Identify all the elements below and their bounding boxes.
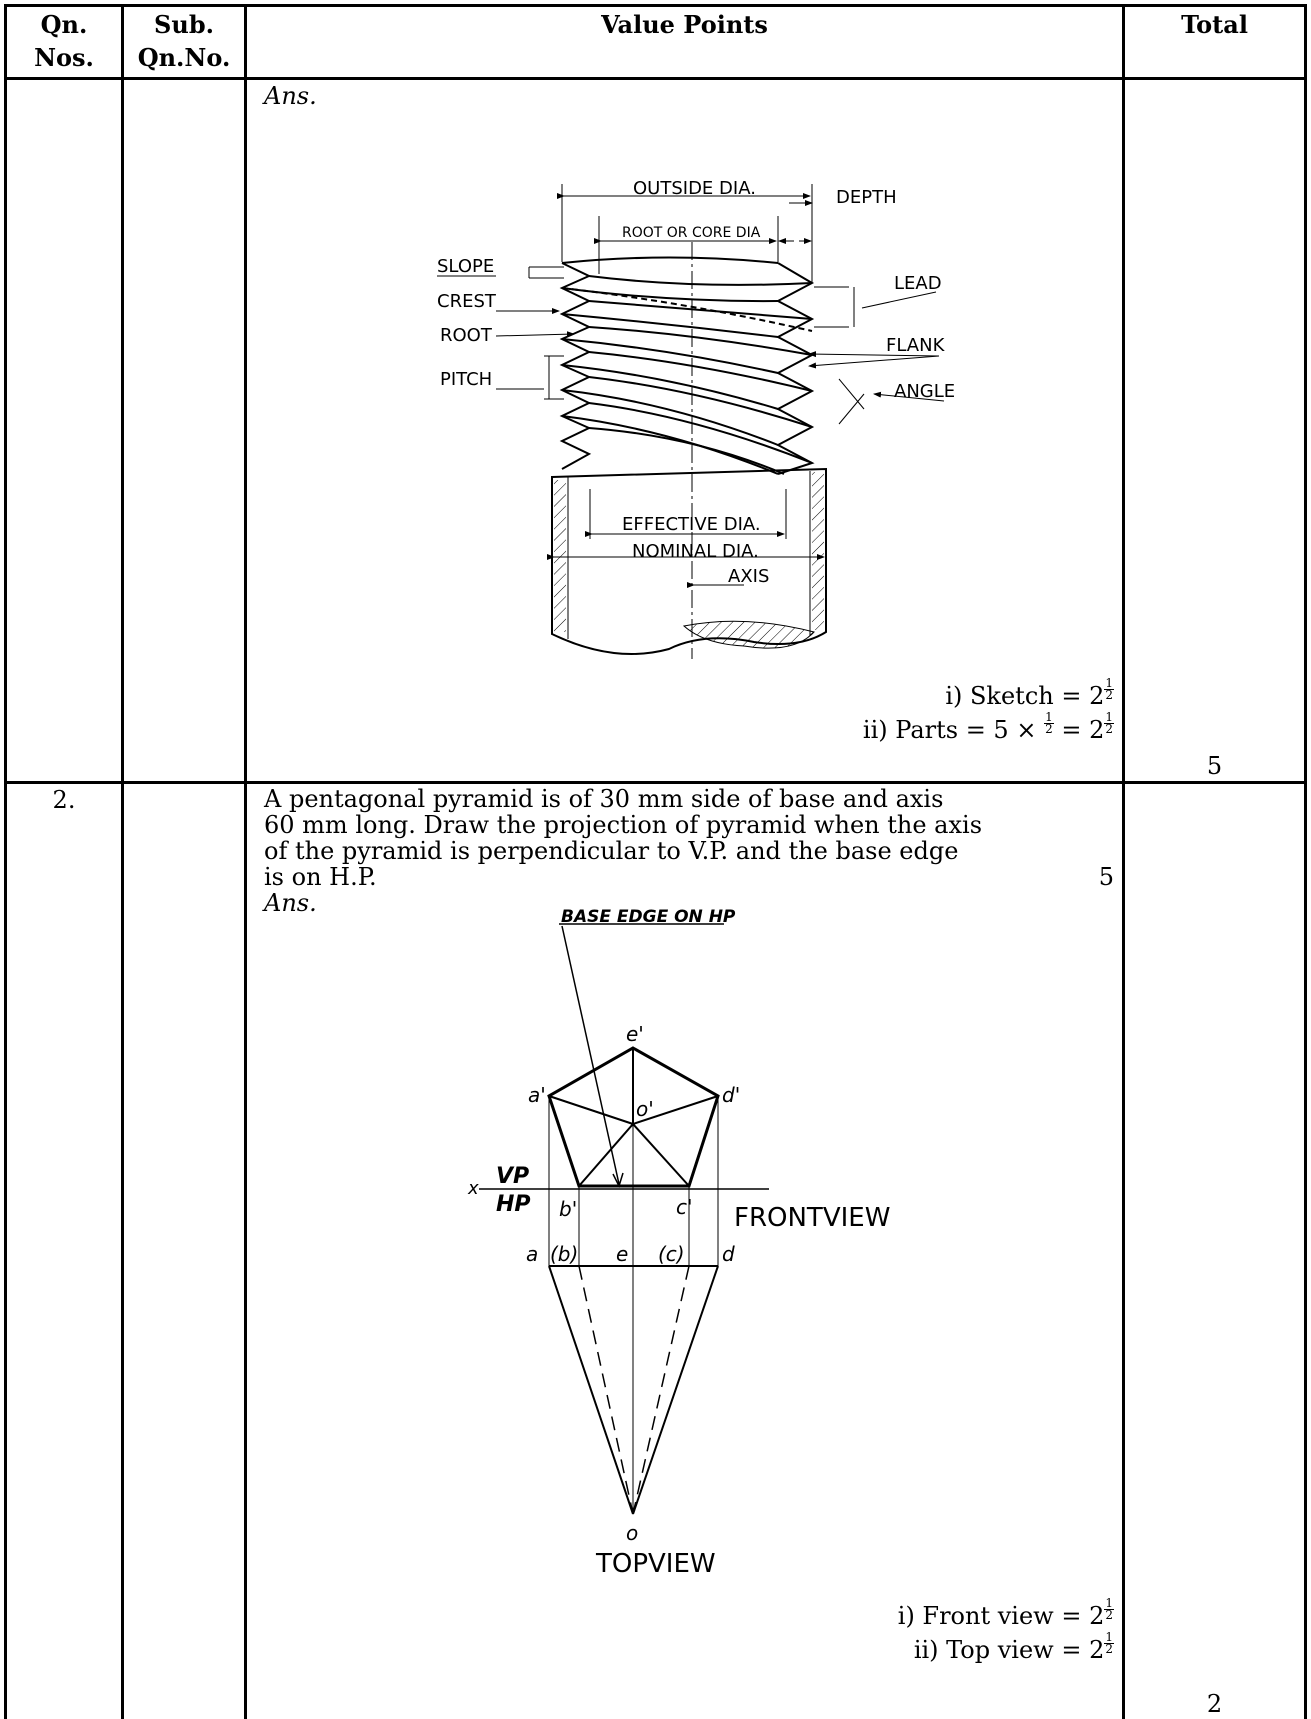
- fraction-numerator: 1: [1044, 709, 1054, 724]
- header-text: Qn.: [40, 10, 88, 39]
- column-divider: [121, 4, 124, 1719]
- label-angle: ANGLE: [894, 381, 955, 402]
- fraction-denominator: 2: [1105, 1641, 1113, 1656]
- label-c: (c): [658, 1242, 685, 1266]
- label-slope: SLOPE: [437, 256, 494, 277]
- label-base-edge-on-hp: BASE EDGE ON HP: [561, 907, 736, 927]
- header-qn-nos: Qn. Nos.: [7, 8, 121, 74]
- label-e: e: [616, 1242, 628, 1266]
- label-pitch: PITCH: [440, 369, 492, 390]
- label-d-prime: d': [722, 1083, 740, 1107]
- label-root-core-dia: ROOT OR CORE DIA: [622, 225, 761, 241]
- marks-text: ii) Top view = 2: [913, 1635, 1105, 1664]
- fraction-denominator: 2: [1105, 1608, 1113, 1622]
- label-c-prime: c': [676, 1195, 693, 1219]
- label-depth: DEPTH: [836, 187, 897, 208]
- pentagonal-pyramid-projection-diagram: BASE EDGE ON HP e' a' o' d' x VP HP b' c…: [467, 907, 890, 1579]
- label-crest: CREST: [437, 291, 497, 312]
- label-d: d: [722, 1242, 735, 1266]
- marks-text: ii) Parts = 5 ×: [862, 715, 1045, 744]
- label-front-view: FRONTVIEW: [734, 1203, 890, 1233]
- label-vp: VP: [496, 1164, 529, 1189]
- fraction-numerator: 1: [1104, 1629, 1114, 1644]
- label-e-prime: e': [626, 1022, 644, 1046]
- row-divider: [4, 781, 1307, 784]
- question-line: A pentagonal pyramid is of 30 mm side of…: [264, 785, 944, 813]
- header-total: Total: [1125, 8, 1304, 41]
- table-border-top: [4, 4, 1307, 7]
- column-divider: [244, 4, 247, 1719]
- question-line-text: is on H.P.: [264, 863, 377, 891]
- question-line: 60 mm long. Draw the projection of pyram…: [264, 811, 983, 839]
- fraction-numerator: 1: [1104, 709, 1114, 724]
- label-flank: FLANK: [886, 335, 946, 356]
- fraction-numerator: 1: [1104, 1596, 1114, 1610]
- label-x: x: [467, 1178, 479, 1199]
- table-border-left: [4, 4, 7, 1719]
- label-a: a: [526, 1242, 538, 1266]
- marks-text: i) Sketch = 2: [945, 681, 1105, 710]
- answer-label: Ans.: [264, 889, 317, 917]
- header-divider: [4, 77, 1307, 80]
- row-total: 2: [1206, 1690, 1223, 1718]
- row-total: 5: [1206, 752, 1223, 780]
- label-lead: LEAD: [894, 273, 942, 294]
- header-value-points: Value Points: [247, 8, 1122, 41]
- question-text: A pentagonal pyramid is of 30 mm side of…: [264, 786, 1114, 916]
- question-line: of the pyramid is perpendicular to V.P. …: [264, 837, 959, 865]
- screw-thread-nomenclature-diagram: OUTSIDE DIA. DEPTH ROOT OR CORE DIA SLOP…: [437, 178, 955, 659]
- question-marks: 5: [1098, 863, 1114, 891]
- fraction-numerator: 1: [1104, 676, 1114, 690]
- marks-text: = 2: [1053, 715, 1105, 744]
- fraction-denominator: 2: [1105, 721, 1113, 736]
- column-divider: [1122, 4, 1125, 1719]
- header-text: Sub.: [154, 10, 214, 39]
- fraction-denominator: 2: [1105, 688, 1113, 702]
- front-view-pentagon: [547, 1046, 720, 1188]
- label-outside-dia: OUTSIDE DIA.: [633, 178, 756, 199]
- question-line: is on H.P. 5: [264, 864, 1114, 890]
- label-o: o: [626, 1521, 638, 1545]
- label-b-prime: b': [559, 1197, 577, 1221]
- thread-right-profile: [775, 262, 815, 475]
- marks-text: i) Front view = 2: [897, 1601, 1105, 1630]
- label-hp: HP: [496, 1192, 531, 1217]
- answer-label: Ans.: [264, 82, 317, 110]
- question-number: 2.: [52, 786, 76, 814]
- header-text: Value Points: [601, 10, 768, 39]
- marking-scheme-table: Qn. Nos. Sub. Qn.No. Value Points Total …: [4, 4, 1307, 1719]
- label-nominal-dia: NOMINAL DIA.: [632, 541, 759, 562]
- label-axis: AXIS: [728, 566, 769, 587]
- fraction-denominator: 2: [1045, 721, 1053, 736]
- header-text: Total: [1181, 10, 1248, 39]
- label-root: ROOT: [440, 325, 493, 346]
- header-sub-qn-no: Sub. Qn.No.: [124, 8, 244, 74]
- label-top-view: TOPVIEW: [595, 1549, 716, 1579]
- label-a-prime: a': [528, 1083, 546, 1107]
- label-b: (b): [550, 1242, 578, 1266]
- table-border-right: [1304, 4, 1307, 1719]
- header-text: Qn.No.: [137, 43, 231, 72]
- header-text: Nos.: [34, 43, 94, 72]
- label-effective-dia: EFFECTIVE DIA.: [622, 514, 761, 535]
- label-o-prime: o': [636, 1097, 654, 1121]
